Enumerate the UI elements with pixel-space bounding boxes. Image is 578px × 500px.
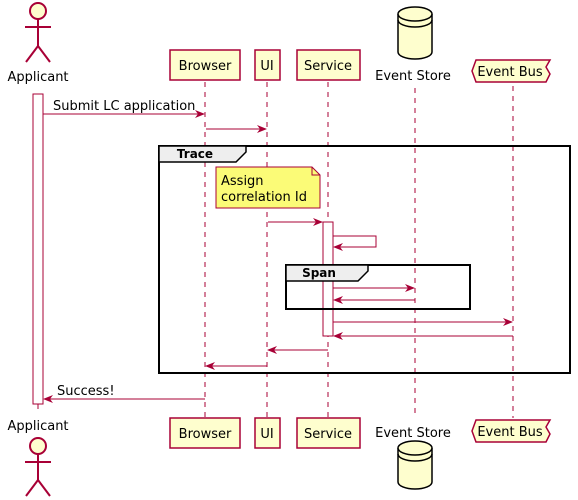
actor-icon-bottom (25, 437, 51, 497)
span-label: Span (302, 266, 336, 280)
queue-icon-bottom (471, 419, 552, 443)
trace-group: Trace (158, 145, 571, 374)
participants-bottom: Applicant Browser UI Service Event Store… (7, 417, 552, 497)
note-line-1: Assign (221, 174, 264, 189)
actor-icon (25, 2, 51, 63)
note-fold (311, 167, 320, 176)
participant-ui-label-bottom: UI (260, 427, 273, 442)
database-icon-bottom (397, 440, 433, 490)
span-frame (285, 264, 471, 310)
message-success-label: Success! (57, 384, 115, 399)
participant-event-bus-label-bottom: Event Bus (477, 425, 543, 440)
participant-service-box-bottom (296, 417, 361, 449)
participant-applicant-label: Applicant (7, 70, 68, 85)
participant-browser-box (169, 49, 241, 81)
participant-event-bus-label: Event Bus (477, 65, 543, 80)
participant-ui-box-bottom (254, 417, 281, 449)
participants-top: Applicant Browser UI Service Event Store… (7, 2, 552, 85)
participant-service-label-bottom: Service (304, 427, 352, 442)
trace-label: Trace (177, 147, 213, 161)
queue-icon (471, 59, 552, 83)
trace-frame (158, 145, 571, 374)
activation-applicant (32, 93, 44, 405)
messages (43, 110, 513, 403)
message-submit-application-label: Submit LC application (53, 99, 195, 114)
trace-header-tab (158, 145, 247, 163)
participant-service-label: Service (304, 59, 352, 74)
database-icon (397, 6, 433, 60)
message-service-self (333, 235, 377, 251)
participant-event-store-label: Event Store (375, 69, 451, 84)
participant-event-store-label-bottom: Event Store (375, 426, 451, 441)
participant-browser-label-bottom: Browser (179, 427, 232, 442)
note-body (215, 166, 321, 209)
participant-browser-label: Browser (179, 59, 232, 74)
participant-applicant-label-bottom: Applicant (7, 419, 68, 434)
participant-browser-box-bottom (169, 417, 241, 449)
span-header-tab (285, 264, 369, 282)
participant-ui-label: UI (260, 59, 273, 74)
participant-ui-box (254, 49, 281, 81)
span-group: Span (285, 264, 471, 310)
note-line-2: correlation Id (221, 190, 307, 205)
lifelines (37, 82, 514, 420)
note: Assign correlation Id (215, 166, 321, 209)
participant-service-box (296, 49, 361, 81)
